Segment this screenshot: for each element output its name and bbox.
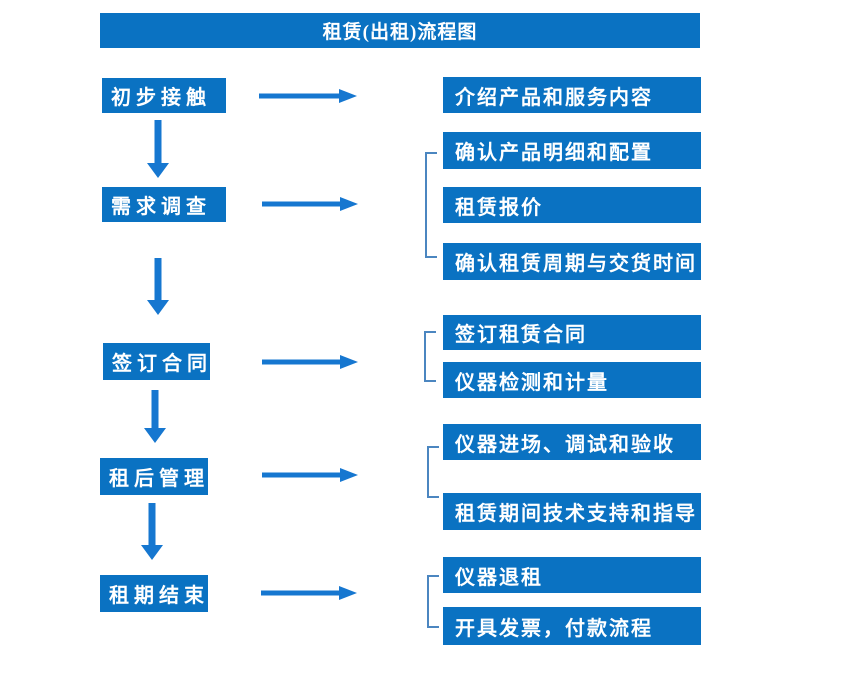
right-arrow: [259, 88, 357, 104]
stage-sign-contract: 签订合同: [103, 343, 210, 380]
right-arrow: [262, 196, 358, 212]
detail-instrument-return: 仪器退租: [443, 557, 701, 593]
stage-demand-survey: 需求调查: [102, 187, 226, 222]
detail-technical-support: 租赁期间技术支持和指导: [443, 493, 701, 530]
right-arrow: [261, 585, 357, 601]
right-arrow: [262, 354, 358, 370]
right-arrow: [262, 467, 358, 483]
down-arrow: [144, 390, 166, 443]
detail-confirm-period-delivery: 确认租赁周期与交货时间: [443, 243, 701, 280]
detail-sign-rental-contract: 签订租赁合同: [443, 315, 701, 350]
detail-rental-quotation: 租赁报价: [443, 187, 701, 223]
down-arrow: [147, 258, 169, 315]
bracket-connector: [424, 331, 436, 382]
bracket-connector: [425, 152, 437, 258]
detail-confirm-product-config: 确认产品明细和配置: [443, 132, 701, 169]
detail-instrument-acceptance: 仪器进场、调试和验收: [443, 424, 701, 460]
bracket-connector: [427, 446, 439, 498]
detail-introduce-products: 介绍产品和服务内容: [443, 77, 701, 113]
bracket-connector: [427, 575, 439, 628]
detail-instrument-testing: 仪器检测和计量: [443, 362, 701, 398]
stage-rental-period-end: 租期结束: [100, 575, 208, 612]
stage-post-rental-management: 租后管理: [100, 458, 208, 495]
down-arrow: [141, 503, 163, 560]
detail-invoice-payment: 开具发票，付款流程: [443, 607, 701, 645]
stage-initial-contact: 初步接触: [102, 78, 226, 113]
flowchart-title: 租赁(出租)流程图: [100, 13, 700, 48]
down-arrow: [147, 120, 169, 178]
